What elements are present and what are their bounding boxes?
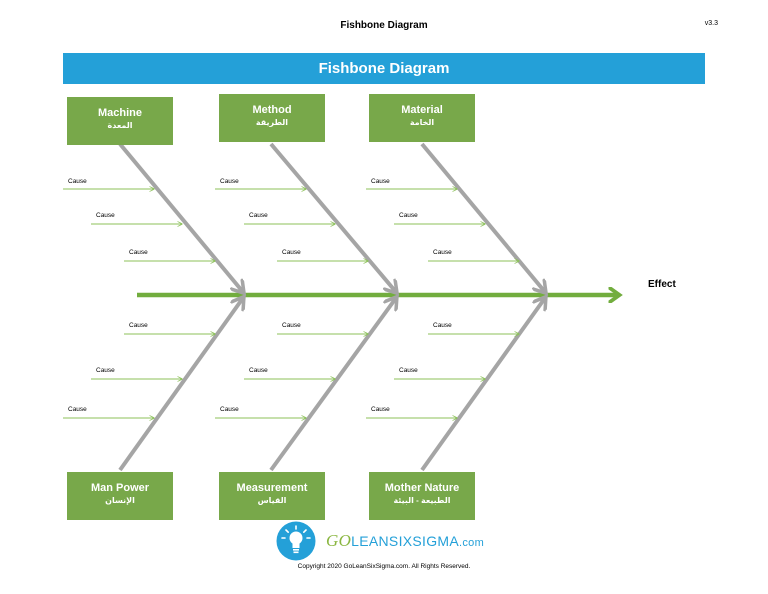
category-man-power: Man Power الإنسان bbox=[67, 472, 173, 520]
version-label: v3.3 bbox=[704, 20, 718, 27]
cause-label: Cause bbox=[399, 367, 418, 374]
cause-label: Cause bbox=[129, 249, 148, 256]
lightbulb-icon bbox=[276, 521, 316, 561]
cause-label: Cause bbox=[371, 178, 390, 185]
cause-label: Cause bbox=[68, 178, 87, 185]
category-measurement: Measurement القياس bbox=[219, 472, 325, 520]
cause-label: Cause bbox=[220, 178, 239, 185]
diagram-banner: Fishbone Diagram bbox=[63, 53, 705, 84]
bone-measurement bbox=[269, 298, 396, 472]
bone-material bbox=[420, 142, 545, 292]
category-label-arabic: القياس bbox=[257, 496, 287, 505]
cause-label: Cause bbox=[282, 322, 301, 329]
category-label-arabic: الطبيعة - البيئة bbox=[393, 496, 451, 505]
category-label-arabic: المعدة bbox=[107, 121, 133, 130]
cause-label: Cause bbox=[433, 249, 452, 256]
bone-method bbox=[269, 142, 396, 292]
copyright-text: Copyright 2020 GoLeanSixSigma.com. All R… bbox=[297, 563, 471, 570]
category-label: Mother Nature bbox=[384, 482, 460, 494]
cause-label: Cause bbox=[249, 212, 268, 219]
cause-label: Cause bbox=[68, 406, 87, 413]
effect-label: Effect bbox=[648, 279, 676, 290]
category-label: Material bbox=[401, 104, 443, 116]
document-title: Fishbone Diagram bbox=[340, 20, 428, 31]
cause-label: Cause bbox=[282, 249, 301, 256]
cause-label: Cause bbox=[96, 367, 115, 374]
cause-label: Cause bbox=[433, 322, 452, 329]
cause-label: Cause bbox=[399, 212, 418, 219]
category-label: Method bbox=[252, 104, 292, 116]
category-label: Man Power bbox=[90, 482, 150, 494]
category-machine: Machine المعدة bbox=[67, 97, 173, 145]
brand-wordmark: GOLEANSIXSIGMA.com bbox=[326, 531, 484, 551]
cause-label: Cause bbox=[249, 367, 268, 374]
bone-man-power bbox=[118, 298, 243, 472]
brand-name: LEANSIXSIGMA bbox=[351, 533, 460, 549]
cause-label: Cause bbox=[220, 406, 239, 413]
bone-machine bbox=[118, 142, 243, 292]
brand-go: GO bbox=[326, 531, 352, 550]
category-label-arabic: الخامة bbox=[409, 118, 435, 127]
category-method: Method الطريقة bbox=[219, 94, 325, 142]
category-label: Measurement bbox=[236, 482, 308, 494]
category-label-arabic: الطريقة bbox=[255, 118, 289, 127]
cause-label: Cause bbox=[371, 406, 390, 413]
brand-tld: .com bbox=[459, 537, 485, 549]
category-mother-nature: Mother Nature الطبيعة - البيئة bbox=[369, 472, 475, 520]
cause-label: Cause bbox=[129, 322, 148, 329]
category-label-arabic: الإنسان bbox=[105, 496, 135, 505]
cause-label: Cause bbox=[96, 212, 115, 219]
bone-mother-nature bbox=[420, 298, 545, 472]
category-label: Machine bbox=[97, 107, 142, 119]
category-material: Material الخامة bbox=[369, 94, 475, 142]
